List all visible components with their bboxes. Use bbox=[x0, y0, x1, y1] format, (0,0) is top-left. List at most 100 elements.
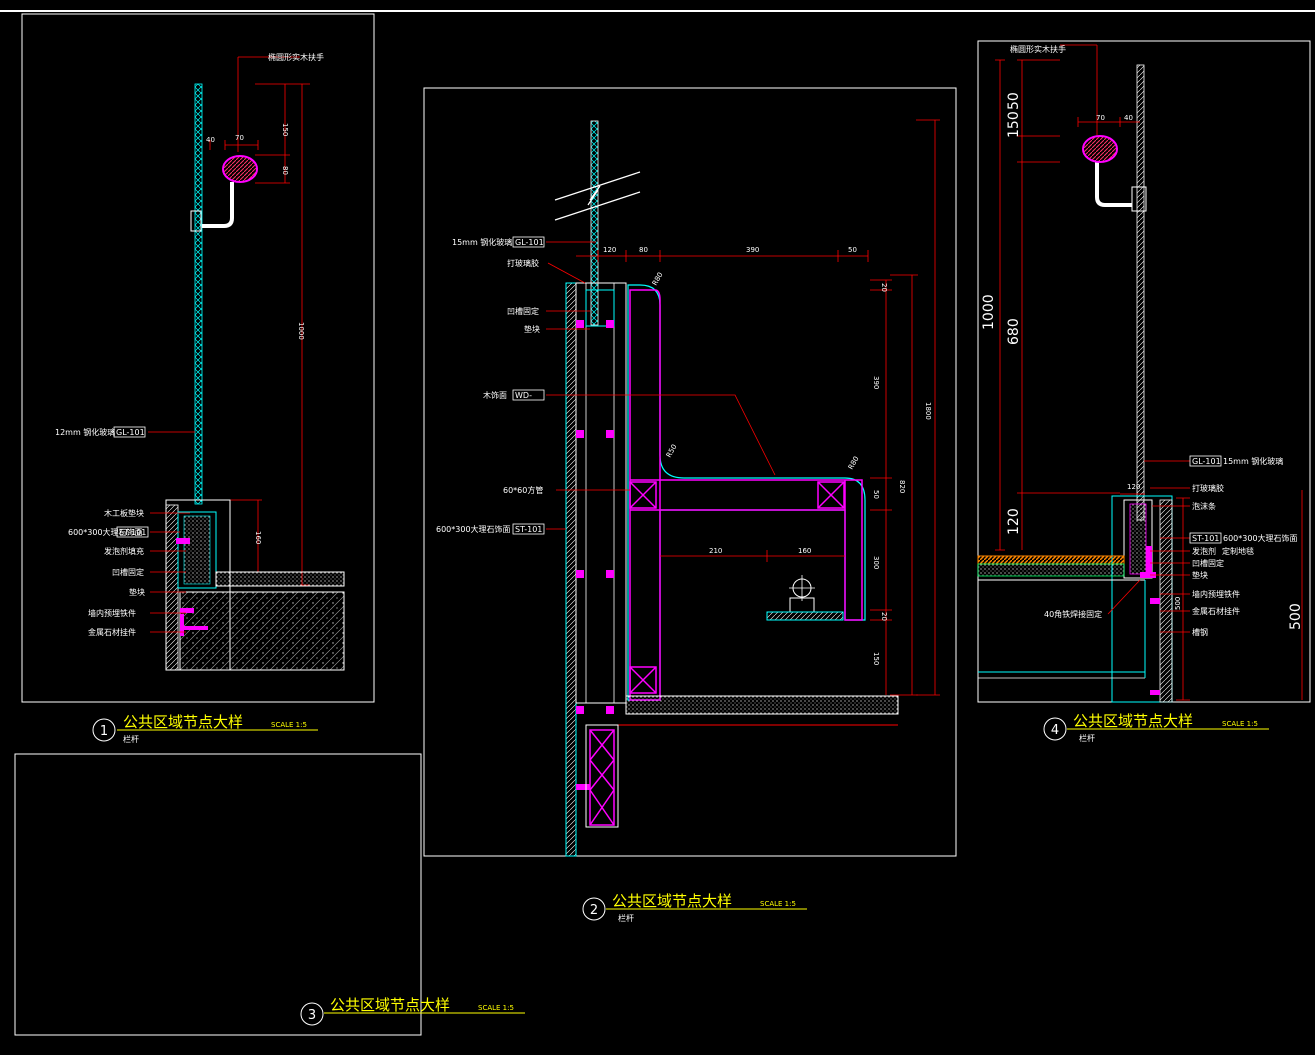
detail-1-title: 公共区域节点大样 bbox=[123, 713, 243, 731]
detail-4-label-glass: 15mm 钢化玻璃 bbox=[1223, 456, 1283, 466]
detail-1-channel bbox=[177, 511, 217, 589]
detail-4-dim-70: 70 bbox=[1096, 114, 1105, 122]
detail-2-frame bbox=[423, 87, 957, 857]
detail-2-dim-390: 390 bbox=[746, 246, 759, 254]
detail-1-dim-1000: 1000 bbox=[297, 322, 305, 340]
detail-4-label-foam: 发泡剂 bbox=[1192, 546, 1216, 556]
detail-4-dim-500: 500 bbox=[1288, 603, 1304, 630]
detail-2-title: 公共区域节点大样 bbox=[612, 892, 732, 910]
detail-2-wood-panel bbox=[627, 284, 866, 701]
detail-2-tag-glass: GL-101 bbox=[515, 238, 544, 247]
detail-1-dim-70: 70 bbox=[235, 134, 244, 142]
detail-3-number: 3 bbox=[308, 1008, 316, 1023]
detail-4: 椭圆形实木扶手 50 150 1000 680 120 500 70 40 12… bbox=[977, 40, 1311, 743]
detail-2-tag-wood: WD- bbox=[515, 391, 532, 400]
detail-2-dim-390v: 390 bbox=[872, 376, 880, 389]
detail-3: 3 公共区域节点大样 SCALE 1:5 bbox=[14, 753, 525, 1036]
detail-2-frame-tube bbox=[629, 289, 863, 701]
detail-4-tag-glass: GL-101 bbox=[1192, 457, 1221, 466]
detail-2-dim-160: 160 bbox=[798, 547, 811, 555]
detail-2-dim-300: 300 bbox=[872, 556, 880, 569]
detail-1-number: 1 bbox=[100, 724, 108, 739]
detail-2-dim-50: 50 bbox=[848, 246, 857, 254]
detail-4-label-angle: 40角铁焊接固定 bbox=[1044, 609, 1102, 619]
detail-1-marble-hatch bbox=[165, 504, 179, 671]
detail-1-tag-marble: ST-101 bbox=[119, 528, 146, 537]
detail-4-floor-finish bbox=[977, 555, 1125, 565]
detail-2-label-pad: 垫块 bbox=[524, 324, 540, 334]
detail-4-handrail-bracket bbox=[1095, 162, 1132, 207]
detail-2-dim-820: 820 bbox=[898, 480, 906, 493]
detail-2-glass bbox=[590, 120, 599, 326]
detail-2-lower-wall bbox=[585, 724, 619, 828]
detail-4-label-carpet: 定制地毯 bbox=[1222, 546, 1254, 556]
detail-1-hardware bbox=[176, 538, 208, 636]
detail-4-dim-1000: 1000 bbox=[981, 294, 997, 330]
detail-2-bracket bbox=[766, 611, 844, 621]
detail-2-subtitle: 栏杆 bbox=[618, 913, 634, 923]
detail-4-label-embedded: 墙内预埋铁件 bbox=[1192, 589, 1240, 599]
detail-4-label-sealant: 打玻璃胶 bbox=[1192, 483, 1224, 493]
detail-3-frame bbox=[14, 753, 422, 1036]
detail-2-channel bbox=[585, 289, 615, 327]
detail-4-dim-150: 150 bbox=[1006, 111, 1022, 138]
detail-1-label-handrail: 椭圆形实木扶手 bbox=[268, 52, 324, 62]
detail-4-glass bbox=[1136, 64, 1145, 521]
detail-1-glass bbox=[194, 83, 203, 505]
detail-2-label-marble: 600*300大理石饰面 bbox=[436, 524, 511, 534]
detail-1-subtitle: 栏杆 bbox=[123, 734, 139, 744]
detail-2-dim-120: 120 bbox=[603, 246, 616, 254]
detail-3-number-circle bbox=[300, 1002, 324, 1026]
detail-4-marble-hatch bbox=[1159, 499, 1173, 703]
detail-1-label-channel: 凹槽固定 bbox=[112, 567, 144, 577]
detail-1-bracket-clip bbox=[190, 210, 202, 232]
detail-2: 120 80 390 50 20 390 50 300 20 150 820 1… bbox=[423, 87, 957, 923]
detail-1-label-foam: 发泡剂填充 bbox=[104, 546, 144, 556]
detail-1-handrail-bracket bbox=[202, 182, 234, 228]
detail-1-frame bbox=[21, 13, 375, 703]
detail-4-label-marble: 600*300大理石饰面 bbox=[1223, 533, 1298, 543]
detail-1-number-circle bbox=[92, 718, 116, 742]
detail-2-tag-marble: ST-101 bbox=[515, 525, 542, 534]
detail-2-dim-210: 210 bbox=[709, 547, 722, 555]
detail-4-subtitle: 栏杆 bbox=[1079, 733, 1095, 743]
detail-2-dim-80: 80 bbox=[639, 246, 648, 254]
detail-1-dim-160: 160 bbox=[254, 531, 262, 544]
detail-4-number-circle bbox=[1043, 717, 1067, 741]
detail-4-channel bbox=[1123, 499, 1153, 579]
detail-2-label-tube: 60*60方管 bbox=[503, 485, 543, 495]
detail-4-hardware bbox=[1140, 546, 1160, 695]
detail-2-dim-20b: 20 bbox=[880, 612, 888, 621]
detail-4-title: 公共区域节点大样 bbox=[1073, 712, 1193, 730]
detail-1-label-embedded: 墙内预埋铁件 bbox=[88, 608, 136, 618]
detail-4-label-pad: 垫块 bbox=[1192, 570, 1208, 580]
detail-2-label-sealant: 打玻璃胶 bbox=[507, 258, 539, 268]
detail-4-label-channel: 凹槽固定 bbox=[1192, 558, 1224, 568]
detail-1-label-marble: 600*300大理石饰面 bbox=[68, 527, 143, 537]
detail-4-handrail bbox=[1082, 135, 1118, 163]
detail-1-label-stone-hanger: 金属石材挂件 bbox=[88, 627, 136, 637]
detail-2-dim-1800: 1800 bbox=[924, 402, 932, 420]
detail-1-slab bbox=[179, 591, 345, 671]
detail-2-radius-80b: R80 bbox=[847, 455, 861, 471]
detail-4-tag-marble: ST-101 bbox=[1192, 534, 1219, 543]
detail-2-number: 2 bbox=[590, 903, 598, 918]
detail-1-dim-80: 80 bbox=[281, 166, 289, 175]
detail-2-hardware bbox=[576, 320, 614, 790]
detail-2-wall-left bbox=[565, 282, 577, 857]
detail-2-radius-50: R50 bbox=[665, 443, 679, 459]
detail-1-foam bbox=[183, 515, 211, 585]
detail-2-number-circle bbox=[582, 897, 606, 921]
detail-2-scale: SCALE 1:5 bbox=[760, 900, 796, 908]
detail-4-label-handrail: 椭圆形实木扶手 bbox=[1010, 44, 1066, 54]
detail-2-dim-20a: 20 bbox=[880, 283, 888, 292]
detail-4-dim-40: 40 bbox=[1124, 114, 1133, 122]
detail-2-radius-80: R80 bbox=[651, 271, 665, 287]
detail-1: 椭圆形实木扶手 40 70 150 80 1000 160 bbox=[21, 13, 375, 744]
detail-4-label-steel: 槽钢 bbox=[1192, 627, 1208, 637]
detail-1-dim-40: 40 bbox=[206, 136, 215, 144]
detail-2-dim-150: 150 bbox=[872, 652, 880, 665]
detail-2-label-wood: 木饰面 bbox=[483, 390, 507, 400]
detail-4-dim-50: 50 bbox=[1006, 92, 1022, 110]
